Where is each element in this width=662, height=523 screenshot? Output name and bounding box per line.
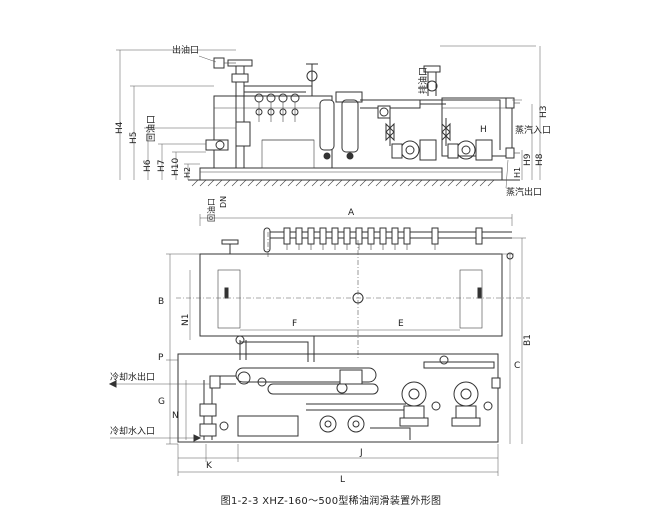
dim-f: F xyxy=(292,319,297,329)
dim-c: C xyxy=(514,361,520,371)
dim-p: P xyxy=(158,353,164,363)
return-flange-top xyxy=(221,239,239,245)
dim-j: J xyxy=(359,448,363,458)
tank-outline xyxy=(199,253,503,337)
dn-label: DN xyxy=(219,196,228,208)
manifold-valves xyxy=(283,227,483,250)
gauge-row xyxy=(254,93,300,122)
top-left-dims xyxy=(166,253,200,445)
filter-bottom-1 xyxy=(319,415,337,433)
figure-caption: 图1-2-3 XHZ-160～500型稀油润滑装置外形图 xyxy=(220,496,442,507)
front-right-dims xyxy=(440,45,541,180)
tank-cover-right xyxy=(459,269,483,329)
dim-g: G xyxy=(158,397,165,407)
dim-h1: H1 xyxy=(513,167,522,178)
dim-n: N xyxy=(172,411,179,421)
filter-left xyxy=(319,99,335,151)
dim-k: K xyxy=(206,461,213,471)
return-label: 回油口 xyxy=(145,115,157,142)
dim-h: H xyxy=(480,125,487,135)
return-line xyxy=(240,335,315,362)
dim-b1: B1 xyxy=(523,334,533,346)
top-right-dims xyxy=(500,237,526,444)
cool-in-label: 冷却水入口 xyxy=(110,425,155,437)
base-frame-top xyxy=(177,353,499,443)
dim-l: L xyxy=(340,475,345,485)
cooler-2 xyxy=(267,383,379,395)
pump-2 xyxy=(441,118,493,161)
dim-h2: H2 xyxy=(183,167,192,178)
top-valve xyxy=(306,70,318,82)
drain-label: 排油口 xyxy=(417,67,429,94)
outlet-flange xyxy=(213,57,225,69)
dim-h4: H4 xyxy=(115,121,125,134)
front-view: 出油口 排油口 回油口 蒸汽入口 蒸汽出口 H4 H5 H6 H7 H10 H2 xyxy=(115,44,551,198)
drain-pipe xyxy=(427,70,437,96)
filter-right xyxy=(341,99,359,153)
dim-b: B xyxy=(158,297,164,307)
dim-h10: H10 xyxy=(171,158,181,176)
cooling-water-valve xyxy=(199,403,217,417)
pump-motor-2 xyxy=(451,381,481,427)
dim-n1: N1 xyxy=(181,314,191,326)
dim-h5: H5 xyxy=(129,132,139,145)
dim-h3: H3 xyxy=(539,106,549,119)
pump-motor-1 xyxy=(399,381,429,427)
return-label-top: 回油口 xyxy=(206,198,216,222)
steam-in-label: 蒸汽入口 xyxy=(515,124,551,136)
dim-h8: H8 xyxy=(535,153,545,166)
ground-hatch xyxy=(191,179,495,187)
dim-h9: H9 xyxy=(523,153,533,166)
front-left-dims xyxy=(116,49,236,180)
top-bottom-dims xyxy=(177,444,499,476)
return-pipe-inlet xyxy=(205,139,229,151)
dim-e: E xyxy=(398,319,404,329)
steam-out-label: 蒸汽出口 xyxy=(506,186,542,198)
dim-h7: H7 xyxy=(157,160,167,173)
base-frame xyxy=(199,167,503,181)
top-view: A 回油口 DN xyxy=(108,196,533,485)
filter-cap xyxy=(335,91,363,103)
pump-1 xyxy=(385,118,437,161)
steam-pipe xyxy=(423,361,495,369)
cool-out-label: 冷却水出口 xyxy=(110,371,155,383)
dim-h6: H6 xyxy=(143,159,153,172)
filter-bottom-2 xyxy=(347,415,365,433)
dim-a: A xyxy=(348,208,355,218)
tank-cover-left xyxy=(217,269,241,329)
